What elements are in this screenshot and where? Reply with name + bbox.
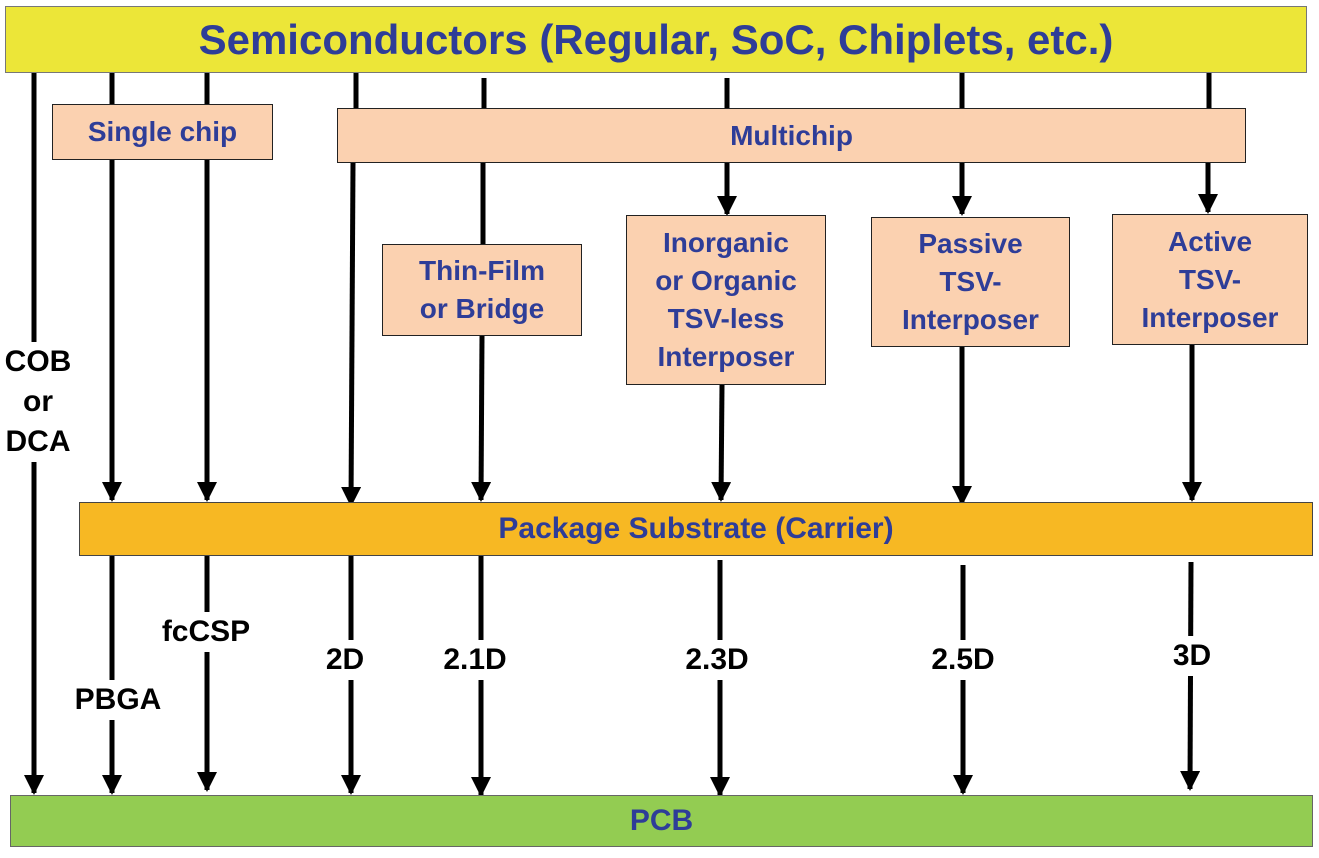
label-2-3d: 2.3D: [676, 640, 758, 680]
label-2-1d: 2.1D: [434, 640, 516, 680]
active-tsv-line-3: Interposer: [1141, 301, 1279, 333]
cob-line-1: COB: [4, 345, 72, 378]
tsv-less-line-2: or Organic: [655, 265, 797, 296]
passive-tsv-line-1: Passive: [918, 228, 1023, 259]
single-chip-label: Single chip: [87, 116, 238, 147]
package-substrate-box: Package Substrate (Carrier): [79, 502, 1313, 556]
cob-line-3: DCA: [5, 425, 71, 458]
thin-film-bridge-box: Thin-Film or Bridge: [382, 244, 582, 336]
tsv-less-line-4: Interposer: [657, 341, 795, 372]
package-substrate-label: Package Substrate (Carrier): [498, 512, 894, 545]
semiconductors-label: Semiconductors (Regular, SoC, Chiplets, …: [198, 15, 1114, 63]
active-tsv-line-2: TSV-: [1178, 263, 1242, 295]
passive-tsv-interposer-box: Passive TSV- Interposer: [871, 217, 1070, 347]
arrow-23d-substrate: [711, 384, 732, 502]
thin-film-line-2: or Bridge: [419, 293, 545, 324]
fccsp-label: fcCSP: [152, 612, 260, 652]
label-3d: 3D: [1164, 636, 1220, 676]
tsv-less-line-1: Inorganic: [662, 227, 789, 258]
pcb-box: PCB: [10, 795, 1313, 847]
pbga-label: PBGA: [66, 680, 170, 720]
cob-line-2: or: [23, 385, 53, 418]
pcb-label: PCB: [629, 804, 694, 837]
arrow-2d-substrate: [341, 162, 362, 507]
multichip-box: Multichip: [337, 108, 1246, 163]
tsv-less-line-3: TSV-less: [667, 303, 785, 334]
label-2d: 2D: [318, 640, 372, 680]
cob-dca-label: COB or DCA: [0, 342, 76, 462]
semiconductors-box: Semiconductors (Regular, SoC, Chiplets, …: [5, 6, 1307, 73]
tsv-less-interposer-box: Inorganic or Organic TSV-less Interposer: [626, 215, 826, 385]
single-chip-box: Single chip: [52, 104, 273, 160]
passive-tsv-line-3: Interposer: [902, 304, 1039, 335]
arrow-21d-substrate: [471, 335, 492, 502]
active-tsv-interposer-box: Active TSV- Interposer: [1112, 214, 1308, 345]
active-tsv-line-1: Active: [1167, 225, 1253, 257]
thin-film-line-1: Thin-Film: [419, 255, 545, 286]
passive-tsv-line-2: TSV-: [939, 266, 1002, 297]
label-2-5d: 2.5D: [922, 640, 1004, 680]
multichip-label: Multichip: [730, 119, 853, 151]
